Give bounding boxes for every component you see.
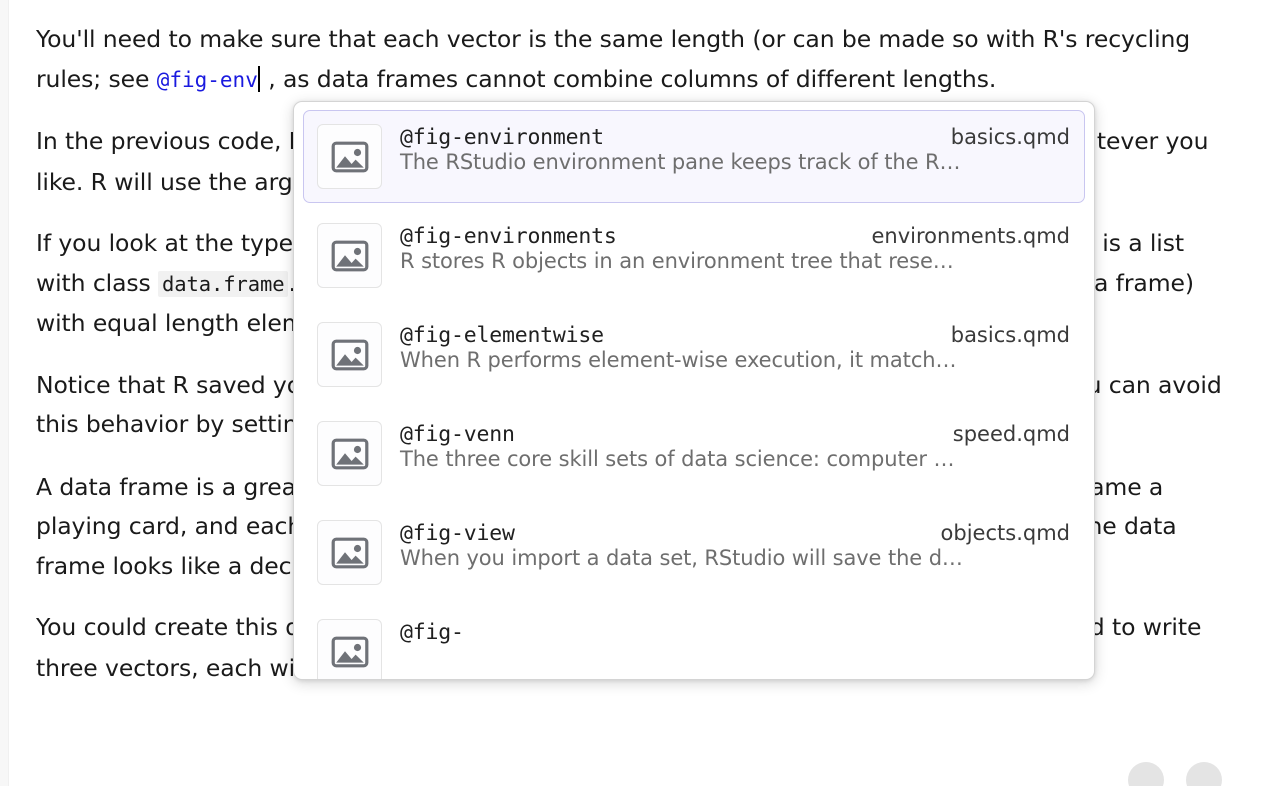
autocomplete-item-fig-environments[interactable]: @fig-environments environments.qmd R sto… bbox=[303, 209, 1085, 302]
autocomplete-item-fig-environment[interactable]: @fig-environment basics.qmd The RStudio … bbox=[303, 110, 1085, 203]
autocomplete-item-header: @fig- bbox=[400, 620, 1070, 645]
image-placeholder-icon bbox=[317, 124, 382, 189]
autocomplete-item-description: When R performs element-wise execution, … bbox=[400, 348, 957, 372]
autocomplete-item-header: @fig-elementwise basics.qmd bbox=[400, 323, 1070, 348]
autocomplete-item-header: @fig-environments environments.qmd bbox=[400, 224, 1070, 249]
autocomplete-item-id: @fig-environment bbox=[400, 125, 604, 150]
autocomplete-item-body: @fig-environments environments.qmd R sto… bbox=[400, 223, 1070, 273]
autocomplete-item-description: The three core skill sets of data scienc… bbox=[400, 447, 955, 471]
autocomplete-item-partial[interactable]: @fig- bbox=[303, 605, 1085, 679]
autocomplete-item-header: @fig-view objects.qmd bbox=[400, 521, 1070, 546]
image-placeholder-icon bbox=[317, 322, 382, 387]
autocomplete-item-description: The RStudio environment pane keeps track… bbox=[400, 150, 961, 174]
autocomplete-item-id: @fig-view bbox=[400, 521, 515, 546]
paragraph-2-text-a: In the previous code, I set bbox=[36, 127, 346, 155]
fab-two-button[interactable] bbox=[1186, 762, 1222, 786]
image-placeholder-icon bbox=[317, 223, 382, 288]
autocomplete-item-file: basics.qmd bbox=[950, 323, 1070, 347]
text-cursor bbox=[257, 65, 260, 92]
crossref-autocomplete-popup[interactable]: @fig-environment basics.qmd The RStudio … bbox=[293, 101, 1095, 680]
autocomplete-item-id: @fig- bbox=[400, 620, 464, 645]
autocomplete-item-description: When you import a data set, RStudio will… bbox=[400, 546, 963, 570]
image-placeholder-icon bbox=[317, 520, 382, 585]
autocomplete-item-body: @fig-venn speed.qmd The three core skill… bbox=[400, 421, 1070, 471]
autocomplete-item-fig-view[interactable]: @fig-view objects.qmd When you import a … bbox=[303, 506, 1085, 599]
autocomplete-item-file: speed.qmd bbox=[952, 422, 1070, 446]
cross-reference-token[interactable]: @fig-env bbox=[156, 67, 258, 92]
autocomplete-item-body: @fig-environment basics.qmd The RStudio … bbox=[400, 124, 1070, 174]
autocomplete-item-id: @fig-elementwise bbox=[400, 323, 604, 348]
left-gutter bbox=[0, 0, 9, 786]
autocomplete-item-fig-venn[interactable]: @fig-venn speed.qmd The three core skill… bbox=[303, 407, 1085, 500]
image-placeholder-icon bbox=[317, 619, 382, 679]
autocomplete-list[interactable]: @fig-environment basics.qmd The RStudio … bbox=[303, 110, 1085, 679]
paragraph-1-text-a: You'll need to make sure that each vecto… bbox=[36, 25, 1191, 93]
autocomplete-item-header: @fig-venn speed.qmd bbox=[400, 422, 1070, 447]
autocomplete-item-body: @fig- bbox=[400, 619, 1070, 645]
autocomplete-item-file: basics.qmd bbox=[950, 125, 1070, 149]
inline-code-data-frame-class: data.frame bbox=[158, 270, 289, 297]
autocomplete-item-body: @fig-elementwise basics.qmd When R perfo… bbox=[400, 322, 1070, 372]
autocomplete-item-id: @fig-environments bbox=[400, 224, 617, 249]
autocomplete-item-header: @fig-environment basics.qmd bbox=[400, 125, 1070, 150]
autocomplete-item-description: R stores R objects in an environment tre… bbox=[400, 249, 954, 273]
paragraph-1[interactable]: You'll need to make sure that each vecto… bbox=[36, 20, 1236, 100]
autocomplete-item-file: objects.qmd bbox=[940, 521, 1070, 545]
image-placeholder-icon bbox=[317, 421, 382, 486]
autocomplete-item-body: @fig-view objects.qmd When you import a … bbox=[400, 520, 1070, 570]
autocomplete-item-file: environments.qmd bbox=[871, 224, 1070, 248]
autocomplete-item-id: @fig-venn bbox=[400, 422, 515, 447]
autocomplete-item-fig-elementwise[interactable]: @fig-elementwise basics.qmd When R perfo… bbox=[303, 308, 1085, 401]
fab-one-button[interactable] bbox=[1128, 762, 1164, 786]
paragraph-1-text-b: , as data frames cannot combine columns … bbox=[260, 64, 997, 93]
